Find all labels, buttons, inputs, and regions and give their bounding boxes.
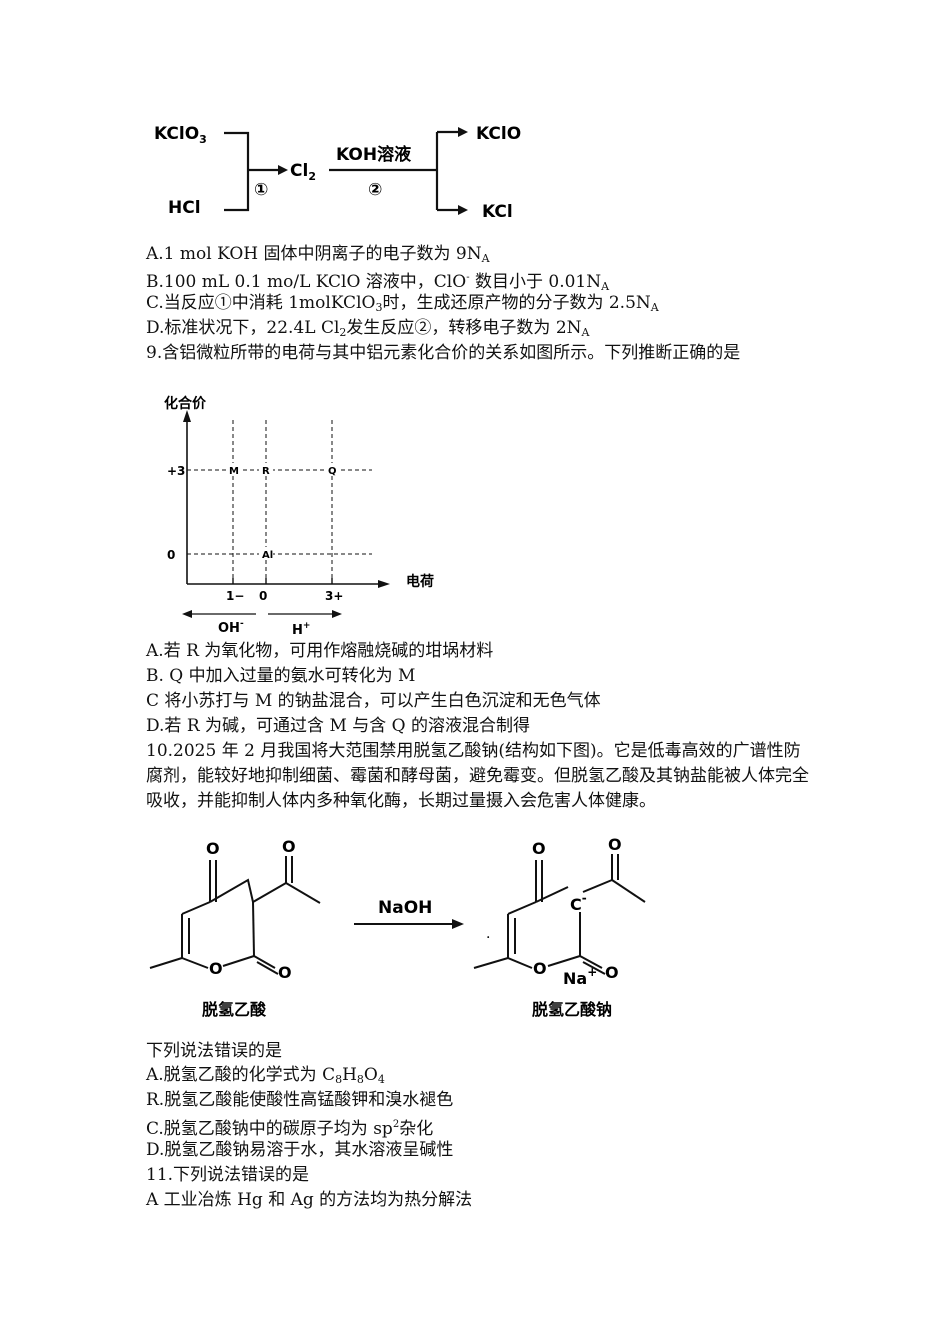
point-label-al: Al — [262, 550, 273, 561]
q11-stem: 11.下列说法错误的是 — [146, 1165, 310, 1185]
atom-o: O — [605, 963, 619, 982]
reaction-scheme: KClO3 HCl ① Cl2 KOH溶液 ② KClO KCl — [154, 124, 521, 222]
chart-xlabel: 电荷 — [406, 573, 434, 590]
carbanion-label: C- — [570, 891, 587, 914]
stray-mark: · — [486, 930, 490, 946]
atom-o: O — [533, 959, 547, 978]
right-compound-name: 脱氢乙酸钠 — [532, 1000, 612, 1019]
dehydroacetic-acid-structure — [149, 856, 321, 975]
point-backdrop — [259, 463, 273, 476]
point-backdrop — [325, 463, 339, 476]
q10-stem: 10.2025 年 2 月我国将大范围禁用脱氢乙酸钠(结构如下图)。它是低毒高效… — [146, 741, 809, 811]
q10-option-d: D.脱氢乙酸钠易溶于水，其水溶液呈碱性 — [146, 1140, 454, 1160]
y-tick-label: 0 — [167, 548, 175, 562]
point-label-m: M — [229, 466, 239, 477]
left-compound-name: 脱氢乙酸 — [202, 1000, 267, 1019]
reagent-koh: KOH溶液 — [336, 144, 411, 165]
point-backdrop — [226, 463, 240, 476]
arrow-1-head — [278, 165, 288, 175]
q9-option-b: B. Q 中加入过量的氨水可转化为 M — [146, 666, 416, 686]
dehydroacetic-acid-reaction: O O O O 脱氢乙酸 NaOH · O O — [149, 835, 646, 1019]
q8-option-c: C.当反应①中消耗 1molKClO3时，生成还原产物的分子数为 2.5NA — [146, 293, 659, 314]
sodium-ion: Na+ — [563, 965, 597, 988]
atom-o: O — [282, 837, 296, 856]
x-tick-label: 0 — [259, 589, 267, 603]
oh-arrow-head — [182, 610, 192, 618]
q9-option-d: D.若 R 为碱，可通过含 M 与含 Q 的溶液混合制得 — [146, 716, 530, 736]
q8-option-b: B.100 mL 0.1 mo/L KClO 溶液中，ClO- 数目小于 0.0… — [146, 272, 610, 293]
atom-o: O — [532, 839, 546, 858]
atom-o: O — [206, 839, 220, 858]
oh-label: OH- — [218, 619, 244, 636]
q10-ask: 下列说法错误的是 — [146, 1041, 282, 1061]
sodium-dehydroacetate-structure — [473, 854, 646, 975]
x-tick-label: 3+ — [325, 589, 343, 603]
product-kclo: KClO — [476, 124, 521, 144]
point-label-r: R — [262, 466, 270, 477]
intermediate-cl2: Cl2 — [290, 161, 316, 183]
reactant-hcl: HCl — [168, 198, 201, 218]
atom-o: O — [608, 835, 622, 854]
bracket-left — [224, 131, 250, 212]
product-kcl: KCl — [482, 202, 513, 222]
step-2-label: ② — [368, 180, 382, 200]
point-label-q: Q — [328, 466, 337, 477]
h-label: H+ — [292, 621, 310, 638]
reagent-naoh: NaOH — [378, 898, 432, 918]
reaction-arrow-head — [452, 919, 464, 929]
q8-option-d: D.标准状况下，22.4L Cl2发生反应②，转移电子数为 2NA — [146, 318, 590, 339]
y-axis-arrow — [183, 410, 191, 422]
step-1-label: ① — [254, 180, 268, 200]
x-axis-arrow — [378, 580, 390, 588]
reactant-kclo3: KClO3 — [154, 124, 207, 146]
arrow-4-head — [458, 205, 468, 215]
h-arrow-head — [332, 610, 342, 618]
chart-ylabel: 化合价 — [164, 395, 207, 412]
aluminum-valence-chart: 化合价 电荷 1− 0 3+ +3 0 M R Q Al OH- H+ — [164, 395, 434, 638]
q8-option-a: A.1 mol KOH 固体中阴离子的电子数为 9NA — [146, 244, 490, 265]
q10-option-b: R.脱氢乙酸能使酸性高锰酸钾和溴水褪色 — [146, 1090, 454, 1110]
q11-option-a: A 工业冶炼 Hg 和 Ag 的方法均为热分解法 — [146, 1190, 473, 1210]
q9-option-c: C 将小苏打与 M 的钠盐混合，可以产生白色沉淀和无色气体 — [146, 691, 601, 711]
x-tick-label: 1− — [226, 589, 244, 603]
y-tick-label: +3 — [167, 464, 185, 478]
q10-option-a: A.脱氢乙酸的化学式为 C8H8O4 — [146, 1065, 385, 1086]
atom-o: O — [278, 963, 292, 982]
q9-option-a: A.若 R 为氧化物，可用作熔融烧碱的坩埚材料 — [146, 641, 494, 661]
q10-option-c: C.脱氢乙酸钠中的碳原子均为 sp2杂化 — [146, 1119, 434, 1139]
q9-stem: 9.含铝微粒所带的电荷与其中铝元素化合价的关系如图所示。下列推断正确的是 — [146, 343, 741, 363]
arrow-3-head — [458, 127, 468, 137]
point-backdrop — [259, 547, 273, 560]
atom-o: O — [209, 959, 223, 978]
